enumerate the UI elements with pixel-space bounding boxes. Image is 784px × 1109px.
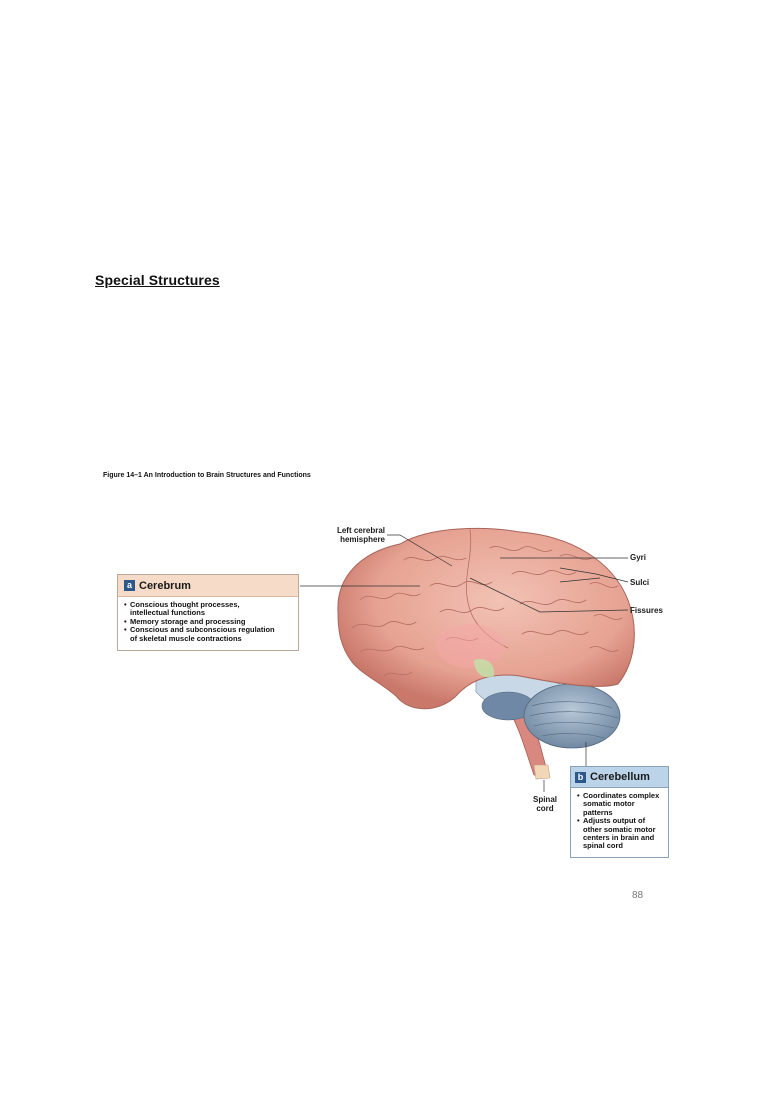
page-heading: Special Structures (95, 272, 220, 288)
list-item: other somatic motor (583, 824, 656, 834)
page-number: 88 (632, 890, 644, 901)
cerebellum-functions-list: Coordinates complex somatic motor patter… (571, 791, 668, 851)
list-item: Coordinates complex (577, 791, 664, 801)
cerebrum-shape (337, 527, 635, 710)
list-item: spinal cord (583, 841, 624, 851)
list-item: Memory storage and processing (124, 617, 294, 627)
list-item: Conscious thought processes, (124, 600, 294, 610)
list-item: somatic motor (583, 799, 635, 809)
badge-b: b (575, 771, 586, 783)
badge-a: a (124, 580, 135, 591)
cerebrum-functions-list: Conscious thought processes, intellectua… (118, 600, 298, 643)
cerebellum-title: Cerebellum (590, 771, 650, 783)
label-gyri: Gyri (630, 553, 647, 562)
cerebellum-box-header: b Cerebellum (571, 767, 668, 788)
label-sulci: Sulci (630, 578, 650, 587)
label-fissures: Fissures (630, 606, 663, 615)
list-item: Adjusts output of (577, 816, 664, 826)
list-item: intellectual functions (130, 608, 206, 618)
label-line: Left cerebral (336, 526, 385, 535)
cerebrum-info-box: a Cerebrum Conscious thought processes, … (117, 574, 299, 651)
list-item: Conscious and subconscious regulation (124, 625, 294, 635)
cerebellum-shape (523, 683, 621, 749)
label-spinal-cord: Spinal cord (532, 795, 558, 813)
list-item: patterns (583, 807, 613, 817)
figure-caption: Figure 14–1 An Introduction to Brain Str… (103, 472, 311, 479)
cerebrum-title: Cerebrum (139, 579, 191, 592)
label-left-cerebral-hemisphere: Left cerebral hemisphere (333, 526, 385, 544)
label-line: Spinal (532, 795, 557, 804)
list-item: of skeletal muscle contractions (130, 633, 242, 643)
list-item: centers in brain and (583, 833, 655, 843)
label-line: hemisphere (340, 535, 385, 544)
cerebellum-info-box: b Cerebellum Coordinates complex somatic… (570, 766, 669, 858)
label-line: cord (536, 804, 554, 813)
cerebrum-box-header: a Cerebrum (118, 575, 298, 597)
